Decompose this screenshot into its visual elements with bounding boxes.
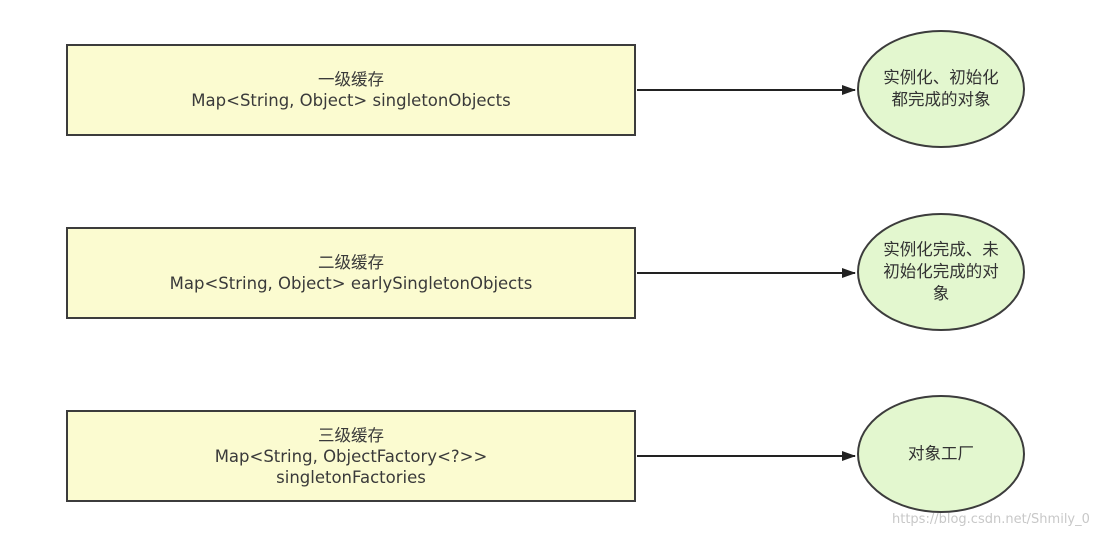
level-3-cache-title: 三级缓存 [318,425,384,445]
level-3-object-state-circle: 对象工厂 [857,395,1025,513]
level-1-cache-title: 一级缓存 [318,70,384,89]
level-2-cache-map: Map<String, Object> earlySingletonObject… [169,274,533,293]
level-3-object-state-label: 对象工厂 [908,444,974,463]
level-3-cache-map: Map<String, ObjectFactory<?>> [214,446,488,466]
level-2-cache-box: 二级缓存 Map<String, Object> earlySingletonO… [66,227,636,319]
watermark-text: https://blog.csdn.net/Shmily_0 [892,512,1090,527]
level-2-object-state-circle: 实例化完成、未初始化完成的对象 [857,213,1025,331]
level-2-object-state-label: 实例化完成、未初始化完成的对象 [883,240,999,303]
level-1-cache-map: Map<String, Object> singletonObjects [191,91,511,110]
level-1-object-state-label: 实例化、初始化都完成的对象 [883,68,999,109]
level-3-cache-map-name: singletonFactories [276,467,426,487]
level-3-cache-box: 三级缓存 Map<String, ObjectFactory<?>> singl… [66,410,636,502]
level-2-cache-title: 二级缓存 [318,253,384,272]
level-1-cache-box: 一级缓存 Map<String, Object> singletonObject… [66,44,636,136]
level-1-object-state-circle: 实例化、初始化都完成的对象 [857,30,1025,148]
